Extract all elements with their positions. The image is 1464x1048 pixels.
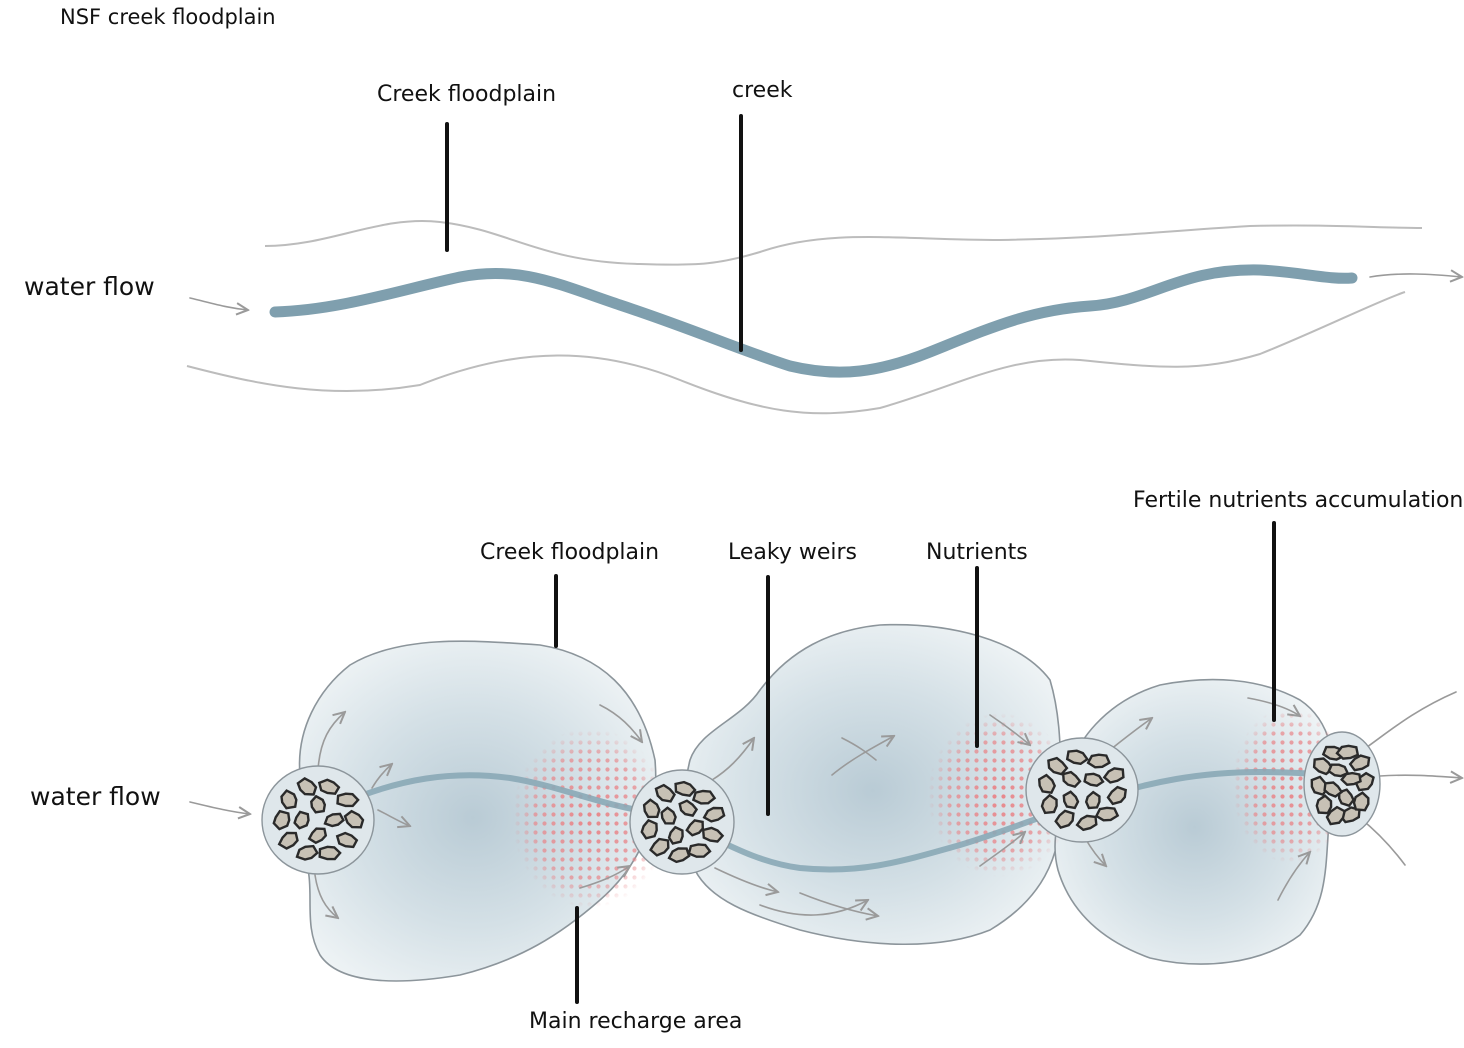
rock-icon (1096, 808, 1117, 821)
rock-icon (1337, 746, 1358, 759)
outflow-arrow (1380, 775, 1462, 778)
bottom-panel: water flow Creek floodplain Leaky weirs … (30, 488, 1463, 1034)
diagram-title: NSF creek floodplain (60, 5, 276, 29)
fertile-accumulation-label: Fertile nutrients accumulation (1133, 488, 1463, 513)
top-inflow-arrow (190, 298, 248, 310)
lower-bank-line (187, 292, 1405, 413)
leaky-weirs-label: Leaky weirs (728, 540, 857, 565)
top-creek-label: creek (732, 78, 793, 103)
bottom-inflow-arrow (190, 802, 250, 814)
rock-icon (320, 847, 340, 859)
nutrients-label: Nutrients (926, 540, 1028, 565)
leaky-weir-4 (1304, 732, 1380, 836)
outflow-line-upper (1360, 692, 1456, 752)
rock-icon (1085, 774, 1103, 786)
leaky-weir-2 (630, 770, 734, 874)
rock-icon (338, 794, 359, 806)
bottom-water-flow-label: water flow (30, 782, 161, 811)
rock-icon (282, 791, 297, 809)
rock-icon (693, 791, 714, 803)
rock-icon (311, 796, 325, 812)
bottom-floodplain-label: Creek floodplain (480, 540, 659, 565)
leaky-weir-1 (262, 766, 374, 874)
creek-channel (275, 270, 1352, 372)
rock-icon (689, 844, 710, 856)
top-water-flow-label: water flow (24, 272, 155, 301)
upper-bank-line (265, 221, 1422, 265)
top-outflow-arrow (1370, 274, 1462, 277)
leaky-weir-3 (1026, 738, 1138, 842)
recharge-area-label: Main recharge area (529, 1009, 742, 1034)
rock-icon (1342, 773, 1361, 785)
outflow-line-lower (1360, 818, 1405, 865)
top-floodplain-label: Creek floodplain (377, 82, 556, 107)
top-panel: Creek floodplain creek water flow (24, 78, 1462, 413)
rock-icon (1088, 755, 1109, 768)
